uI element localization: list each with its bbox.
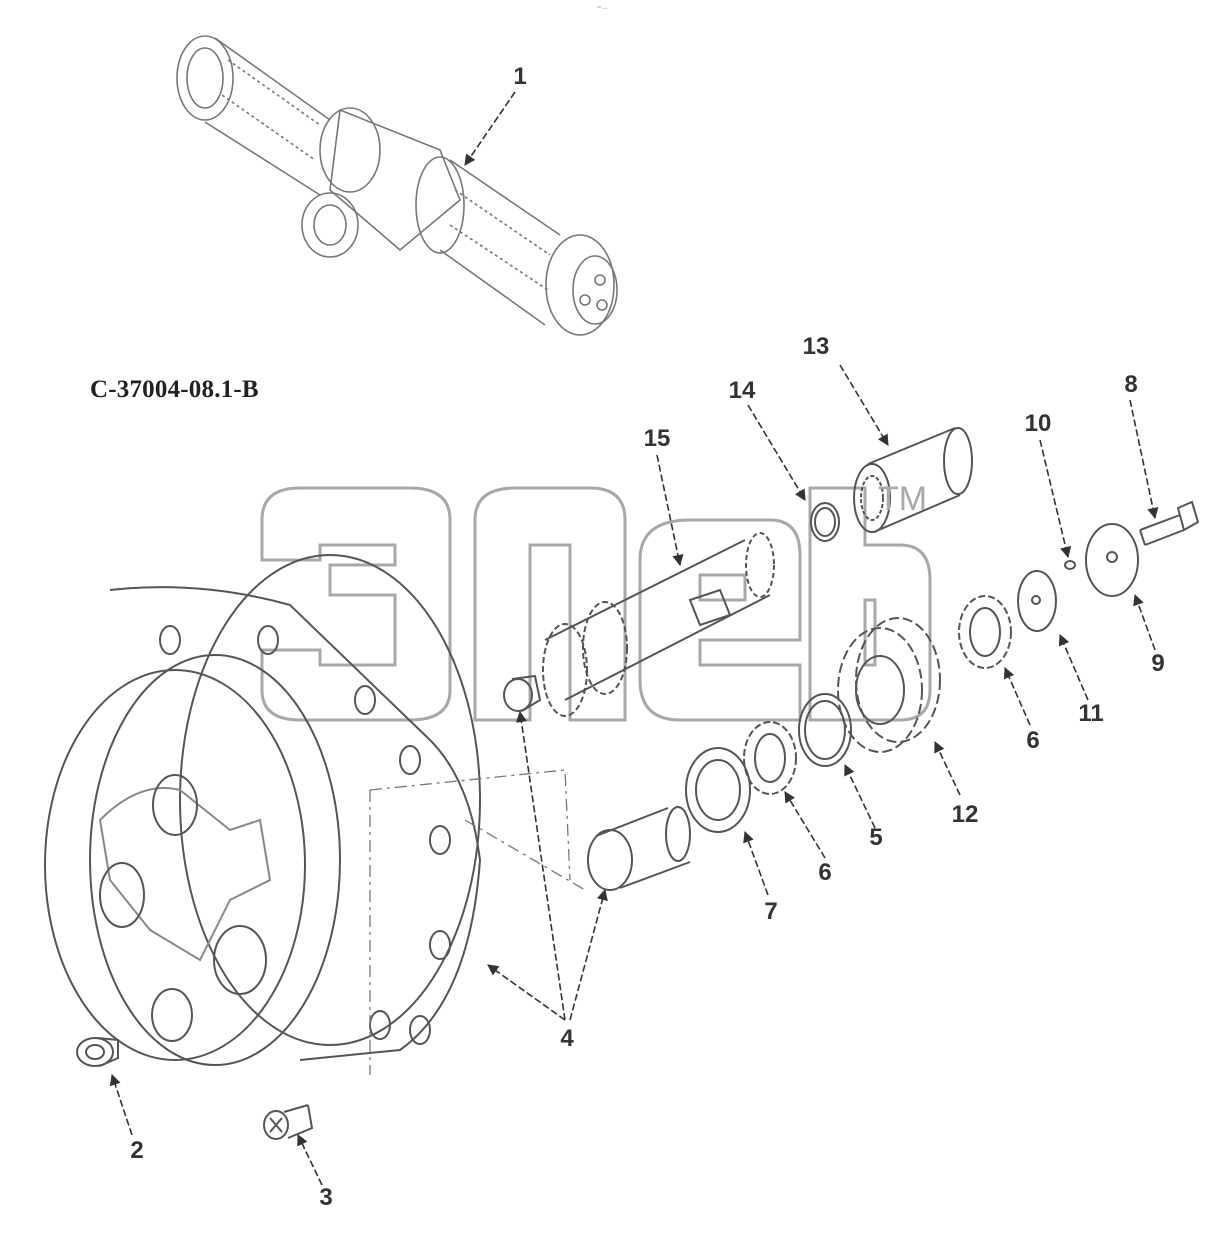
lock-pin bbox=[1064, 560, 1076, 570]
sleeve bbox=[853, 427, 973, 533]
spacer-ring bbox=[798, 693, 852, 767]
axle-assembly bbox=[176, 35, 618, 336]
diagram-code: C-37004-08.1-B bbox=[90, 376, 259, 403]
callout-1: 1 bbox=[513, 63, 527, 90]
callout-15: 15 bbox=[643, 425, 671, 452]
callout-4: 4 bbox=[560, 1025, 574, 1052]
callout-12: 12 bbox=[951, 801, 979, 828]
callout-10: 10 bbox=[1024, 410, 1052, 437]
hub-housing bbox=[44, 554, 586, 1075]
planet-pin bbox=[587, 806, 691, 891]
callout-2: 2 bbox=[130, 1137, 144, 1164]
trademark-symbol: TM bbox=[878, 480, 928, 518]
plug bbox=[76, 1037, 119, 1067]
callout-9: 9 bbox=[1151, 650, 1165, 677]
dowel-pin bbox=[503, 674, 542, 712]
o-ring bbox=[810, 502, 840, 542]
sun-shaft bbox=[542, 532, 775, 717]
thrust-washer bbox=[685, 747, 751, 833]
top-mark: °⁰ ▫▫▫ bbox=[597, 6, 608, 12]
callout-5: 5 bbox=[869, 824, 883, 851]
bolt bbox=[1139, 500, 1200, 546]
callout-8: 8 bbox=[1124, 371, 1138, 398]
screw bbox=[263, 1104, 314, 1140]
callout-3: 3 bbox=[319, 1184, 333, 1211]
callout-6a: 6 bbox=[1026, 727, 1040, 754]
callout-6b: 6 bbox=[818, 859, 832, 886]
planet-gear bbox=[837, 617, 941, 753]
retaining-washer bbox=[1085, 523, 1139, 597]
watermark-logo bbox=[260, 486, 932, 722]
callout-11: 11 bbox=[1078, 700, 1104, 727]
leader-lines bbox=[109, 91, 1159, 1186]
callout-13: 13 bbox=[802, 333, 830, 360]
callout-14: 14 bbox=[728, 377, 756, 404]
callout-7: 7 bbox=[764, 898, 778, 925]
needle-bearing bbox=[743, 595, 1012, 795]
lock-plate bbox=[1017, 570, 1057, 632]
